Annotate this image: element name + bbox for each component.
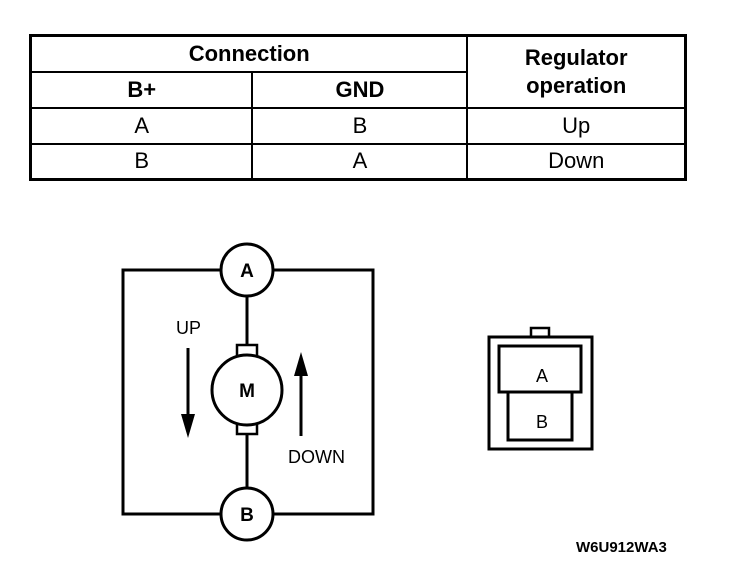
motor: M xyxy=(210,343,284,436)
terminal-b: B xyxy=(219,486,275,542)
regulator-header-line2: operation xyxy=(526,72,627,98)
terminal-a: A xyxy=(219,242,275,298)
terminal-a-label: A xyxy=(240,261,254,282)
row1-bplus: A xyxy=(29,106,254,145)
bplus-header: B+ xyxy=(29,70,254,109)
terminal-b-label: B xyxy=(240,505,254,526)
connector-pin-b: B xyxy=(536,412,548,432)
up-arrow-icon xyxy=(181,348,195,438)
connection-header: Connection xyxy=(29,34,469,73)
down-arrow-icon xyxy=(294,352,308,436)
down-label: DOWN xyxy=(288,447,345,467)
table-row: A B Up xyxy=(29,106,687,145)
connection-table: Connection Regulator operation B+ GND A … xyxy=(29,34,687,181)
motor-label: M xyxy=(239,381,255,402)
gnd-header: GND xyxy=(251,70,469,109)
connector xyxy=(487,326,594,451)
row1-gnd: B xyxy=(251,106,469,145)
row2-bplus: B xyxy=(29,142,254,181)
circuit-wiring xyxy=(121,268,375,516)
table-row: B A Down xyxy=(29,142,687,181)
regulator-header-line1: Regulator xyxy=(524,44,628,70)
connector-pin-a: A xyxy=(536,366,548,386)
row2-operation: Down xyxy=(466,142,687,181)
regulator-operation-header: Regulator operation xyxy=(466,34,687,109)
row1-operation: Up xyxy=(466,106,687,145)
row2-gnd: A xyxy=(251,142,469,181)
up-label: UP xyxy=(176,318,201,338)
figure-code: W6U912WA3 xyxy=(576,539,667,556)
